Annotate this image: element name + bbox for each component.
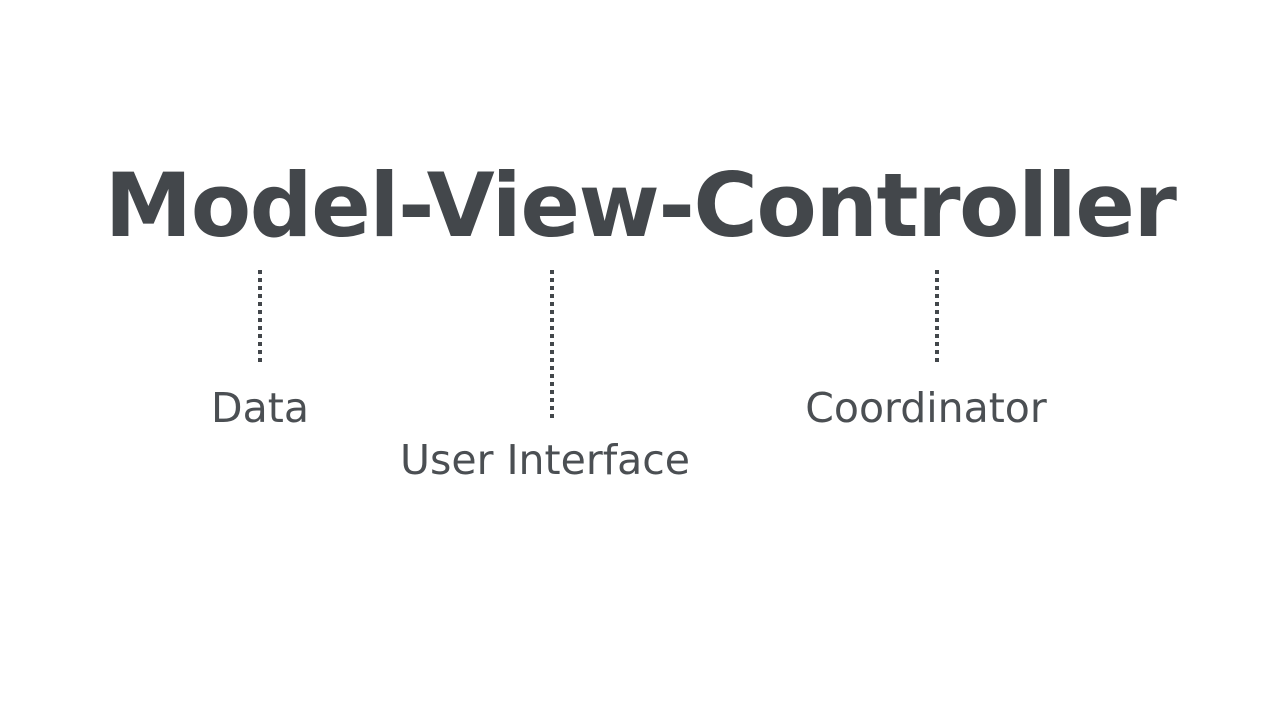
connector-line-model: [258, 270, 262, 366]
label-controller-coordinator: Coordinator: [805, 384, 1047, 432]
connector-line-controller: [935, 270, 939, 366]
label-view-user-interface: User Interface: [399, 436, 691, 484]
label-model-data: Data: [211, 384, 309, 432]
page-title: Model-View-Controller: [104, 154, 1177, 257]
connector-line-view: [550, 270, 554, 419]
